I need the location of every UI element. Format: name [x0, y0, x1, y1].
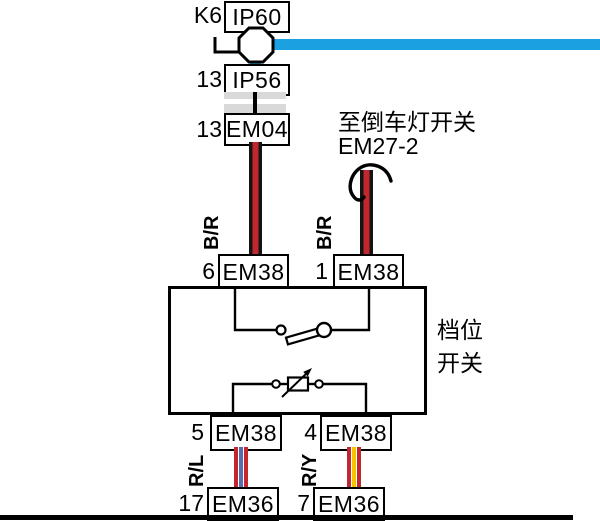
bottom-module-bar — [0, 515, 573, 520]
gear-switch-box — [168, 286, 427, 415]
connector-box-ip60: IP60 — [224, 1, 290, 33]
blue-feed-wire — [250, 28, 261, 66]
wire-br-right — [360, 170, 373, 255]
pin-label-1: 1 — [315, 258, 328, 284]
connector-joint-line — [253, 92, 257, 114]
connector-box-em04: EM04 — [224, 113, 290, 146]
note-to-reversing-light-switch: 至倒车灯开关 — [338, 109, 476, 135]
wire-label-br-right: B/R — [314, 215, 336, 250]
gear-switch-label-line2: 开关 — [437, 350, 483, 376]
connector-box-ip56: IP56 — [224, 64, 290, 96]
pin-label-5: 5 — [191, 419, 204, 445]
wire-br-left — [249, 142, 262, 255]
connector-box-em38-pin4: EM38 — [320, 415, 392, 451]
pin-label-6: 6 — [202, 258, 215, 284]
pin-label-13-em04: 13 — [196, 116, 222, 142]
pin-label-4: 4 — [304, 419, 317, 445]
wire-label-ry: R/Y — [299, 453, 321, 487]
connector-box-em38-pin6: EM38 — [218, 254, 289, 290]
pin-label-17: 17 — [178, 490, 204, 516]
wire-label-rl: R/L — [186, 454, 208, 487]
connector-box-em38-pin1: EM38 — [333, 254, 404, 290]
blue-bus-wire — [266, 39, 600, 50]
branch-tick-icon — [213, 37, 238, 54]
pin-label-13-ip56: 13 — [196, 66, 222, 92]
connector-box-em38-pin5: EM38 — [210, 415, 282, 451]
wire-ry — [347, 447, 361, 487]
pin-label-k6: K6 — [193, 2, 222, 28]
gear-switch-label-line1: 档位 — [437, 317, 483, 343]
wire-label-br-left: B/R — [201, 215, 223, 250]
wire-rl — [234, 447, 248, 487]
note-em27-2: EM27-2 — [338, 133, 419, 159]
pin-label-7: 7 — [297, 490, 310, 516]
